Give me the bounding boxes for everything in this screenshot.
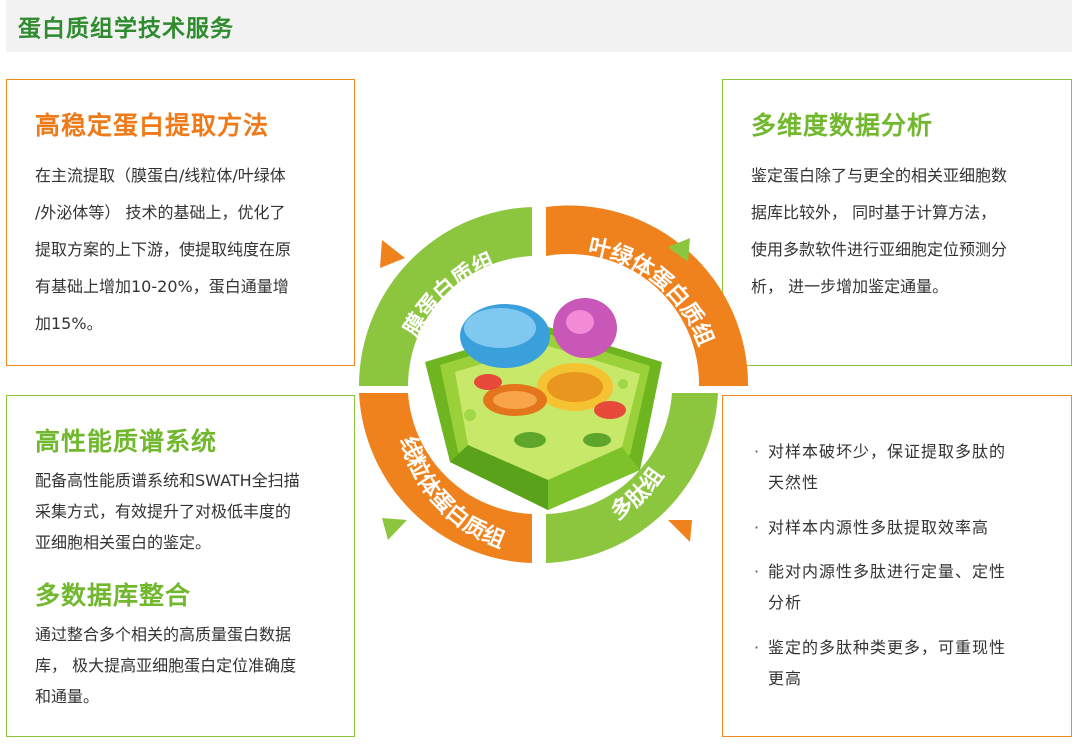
bullet-line: 能对内源性多肽进行定量、定性 <box>768 562 1007 581</box>
panel-database-text: 通过整合多个相关的高质量蛋白数据 库， 极大提高亚细胞蛋白定位准确度 和通量。 <box>35 619 296 712</box>
panel-extraction: 高稳定蛋白提取方法 在主流提取（膜蛋白/线粒体/叶绿体 /外泌体等） 技术的基础… <box>6 79 355 366</box>
ring-segment-membrane <box>358 207 532 386</box>
text-line: 有基础上增加10-20%，蛋白通量增 <box>35 277 289 296</box>
bullet-item: · 对样本破坏少，保证提取多肽的 天然性 <box>754 436 1007 498</box>
bullet-item: · 能对内源性多肽进行定量、定性 分析 <box>754 556 1007 618</box>
arrow-icon <box>382 518 407 540</box>
arrow-icon <box>668 520 692 542</box>
panel-data-analysis-heading: 多维度数据分析 <box>751 111 934 140</box>
text-line: 库， 极大提高亚细胞蛋白定位准确度 <box>35 656 297 675</box>
bullet-line: 鉴定的多肽种类更多，可重现性 <box>768 638 1007 657</box>
bullet-line: 更高 <box>768 669 803 688</box>
bullet-line: 对样本内源性多肽提取效率高 <box>768 518 990 537</box>
text-line: 和通量。 <box>35 687 100 706</box>
text-line: /外泌体等） 技术的基础上，优化了 <box>35 203 286 222</box>
text-line: 使用多款软件进行亚细胞定位预测分 <box>751 240 1008 259</box>
text-line: 配备高性能质谱系统和SWATH全扫描 <box>35 471 300 490</box>
plant-cell-illustration <box>425 298 662 510</box>
text-line: 亚细胞相关蛋白的鉴定。 <box>35 533 212 552</box>
bullet-dot: · <box>754 638 761 657</box>
text-line: 据库比较外， 同时基于计算方法， <box>751 203 997 222</box>
text-line: 鉴定蛋白除了与更全的相关亚细胞数 <box>751 166 1008 185</box>
ring-segment-mitochondria <box>359 393 532 563</box>
panel-data-analysis: 多维度数据分析 鉴定蛋白除了与更全的相关亚细胞数 据库比较外， 同时基于计算方法… <box>722 79 1072 366</box>
ring-segment-chloroplast <box>546 205 749 386</box>
panel-mass-spec: 高性能质谱系统 配备高性能质谱系统和SWATH全扫描 采集方式，有效提升了对极低… <box>6 395 355 737</box>
text-line: 析， 进一步增加鉴定通量。 <box>751 277 949 296</box>
bullet-line: 对样本破坏少，保证提取多肽的 <box>768 442 1007 461</box>
page-title: 蛋白质组学技术服务 <box>18 16 234 42</box>
ring-segment-peptidome <box>546 393 718 563</box>
bullet-dot: · <box>754 562 761 581</box>
bullet-item: · 对样本内源性多肽提取效率高 <box>754 512 990 543</box>
bullet-item: · 鉴定的多肽种类更多，可重现性 更高 <box>754 632 1007 694</box>
panel-mass-spec-text: 配备高性能质谱系统和SWATH全扫描 采集方式，有效提升了对极低丰度的 亚细胞相… <box>35 465 300 558</box>
panel-peptidome: · 对样本破坏少，保证提取多肽的 天然性 · 对样本内源性多肽提取效率高 · 能… <box>722 395 1072 737</box>
text-line: 提取方案的上下游，使提取纯度在原 <box>35 240 292 259</box>
panel-database-heading: 多数据库整合 <box>35 581 192 610</box>
text-line: 加15%。 <box>35 314 103 333</box>
arrow-icon <box>380 240 405 268</box>
bullet-line: 分析 <box>768 593 803 612</box>
text-line: 采集方式，有效提升了对极低丰度的 <box>35 502 292 521</box>
text-line: 在主流提取（膜蛋白/线粒体/叶绿体 <box>35 166 286 185</box>
panel-extraction-heading: 高稳定蛋白提取方法 <box>35 111 270 140</box>
panel-extraction-text: 在主流提取（膜蛋白/线粒体/叶绿体 /外泌体等） 技术的基础上，优化了 提取方案… <box>35 157 291 342</box>
panel-mass-spec-heading: 高性能质谱系统 <box>35 427 218 456</box>
arrow-icon <box>668 238 690 262</box>
bullet-dot: · <box>754 442 761 461</box>
bullet-line: 天然性 <box>768 473 820 492</box>
title-bar: 蛋白质组学技术服务 <box>6 0 1072 52</box>
text-line: 通过整合多个相关的高质量蛋白数据 <box>35 625 292 644</box>
panel-data-analysis-text: 鉴定蛋白除了与更全的相关亚细胞数 据库比较外， 同时基于计算方法， 使用多款软件… <box>751 157 1007 305</box>
bullet-dot: · <box>754 518 761 537</box>
